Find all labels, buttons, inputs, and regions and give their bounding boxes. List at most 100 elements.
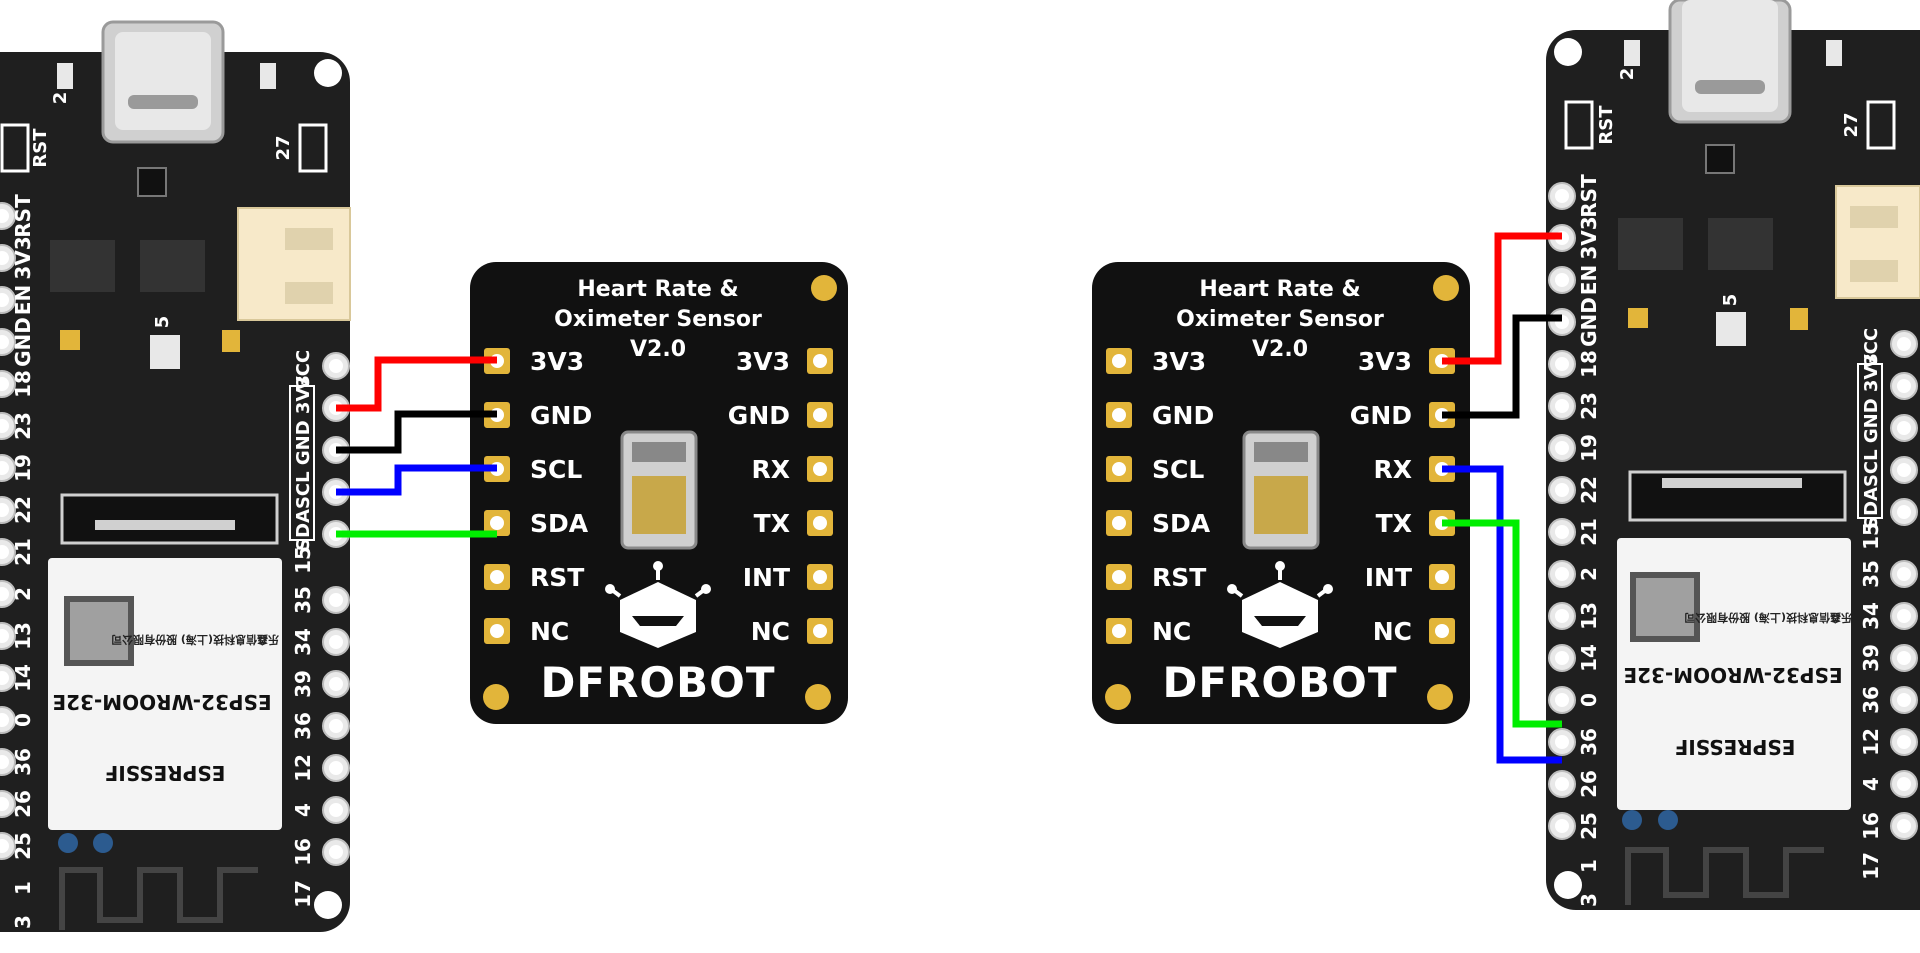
right-sensor-robot-logo (1227, 561, 1333, 648)
left-board-pin-18: 18 (11, 370, 35, 398)
left-led-2-label: 2 (50, 92, 71, 105)
right-led-5-label: 5 (1720, 294, 1741, 307)
left-board-pin-gnd: GND (11, 317, 35, 367)
right-board-pin-25: 25 (1577, 812, 1601, 840)
left-board-pin-21: 21 (11, 538, 35, 566)
right-board-pin-2: 2 (1577, 567, 1601, 581)
right-sensor-rpin-3v3: 3V3 (1358, 347, 1412, 376)
right-board-pin-1: 1 (1577, 859, 1601, 873)
left-sensor-rpin-rx: RX (751, 455, 790, 484)
left-sensor-robot-logo (605, 561, 711, 648)
right-sensor-pin-nc: NC (1152, 617, 1191, 646)
left-board-pin-1: 1 (11, 881, 35, 895)
right-sensor-pin-sda: SDA (1152, 509, 1211, 538)
right-board-vcc-label: VCC (1861, 328, 1882, 368)
left-board-pin-3v3: 3V3 (11, 236, 35, 279)
left-board-rpin-12: 12 (291, 754, 315, 782)
right-board-rpin-36: 36 (1859, 686, 1883, 714)
left-board-pin-23: 23 (11, 412, 35, 440)
right-board-rpin-35: 35 (1859, 560, 1883, 588)
right-board-pin-22: 22 (1577, 476, 1601, 504)
right-board-rpin-34: 34 (1859, 602, 1883, 630)
left-sensor-rpin-gnd: GND (728, 401, 790, 430)
right-module-brand: ESPRESSIF (1675, 735, 1796, 759)
left-board-pin-19: 19 (11, 454, 35, 482)
left-sensor-rpin-nc: NC (751, 617, 790, 646)
left-board-i2c-label: SDASCL GND 3V3 (293, 375, 314, 551)
left-board-pin-13: 13 (11, 622, 35, 650)
left-sensor-rpin-tx: TX (754, 509, 790, 538)
left-sensor-rpin-3v3: 3V3 (736, 347, 790, 376)
left-sensor-title-1: Heart Rate & (577, 277, 738, 302)
right-board-pin-18: 18 (1577, 350, 1601, 378)
right-board-pin-23: 23 (1577, 392, 1601, 420)
right-sensor-title-1: Heart Rate & (1199, 277, 1360, 302)
left-27-button-label: 27 (273, 135, 294, 160)
right-board-rpin-4: 4 (1859, 777, 1883, 791)
right-sensor-rpin-tx: TX (1376, 509, 1412, 538)
left-board-rpin-17: 17 (291, 880, 315, 908)
left-module-name: ESP32-WROOM-32E (52, 690, 271, 714)
left-sensor-pin-gnd: GND (530, 401, 592, 430)
left-sensor-version: V2.0 (630, 337, 686, 362)
left-board-rpin-15: 15 (291, 546, 315, 574)
right-rst-button-label: RST (1596, 105, 1617, 145)
left-board-rpin-39: 39 (291, 670, 315, 698)
right-heart-rate-sensor: Heart Rate & Oximeter Sensor V2.0 3V3 GN… (1092, 262, 1470, 724)
right-board-rpin-39: 39 (1859, 644, 1883, 672)
left-sensor-pin-sda: SDA (530, 509, 589, 538)
left-i2c-wires (336, 356, 497, 538)
right-board-pin-3v3: 3V3 (1577, 216, 1601, 259)
right-board-pin-rst: RST (1577, 174, 1601, 218)
left-board-rpin-34: 34 (291, 628, 315, 656)
left-esp32-board: 2 RST 27 5 ESP32-WROOM-32E ESPRESSIF 乐鑫信… (0, 20, 351, 932)
left-board-pin-14: 14 (11, 664, 35, 692)
right-board-pin-0: 0 (1577, 693, 1601, 707)
right-board-pin-13: 13 (1577, 602, 1601, 630)
right-module-cn: 乐鑫信息科技(上海) 股份有限公司 (1684, 611, 1852, 625)
right-board-i2c-label: SDASCL GND 3V3 (1861, 353, 1882, 529)
right-board-pin-26: 26 (1577, 770, 1601, 798)
right-board-pin-21: 21 (1577, 518, 1601, 546)
left-board-vcc-label: VCC (293, 350, 314, 390)
left-board-rpin-36: 36 (291, 712, 315, 740)
left-sensor-rpin-int: INT (743, 563, 790, 592)
left-board-rpin-16: 16 (291, 838, 315, 866)
left-board-pin-25: 25 (11, 832, 35, 860)
right-sensor-optical-chip (1242, 430, 1320, 550)
right-board-rpin-16: 16 (1859, 812, 1883, 840)
right-module-name: ESP32-WROOM-32E (1623, 663, 1842, 687)
right-board-pin-19: 19 (1577, 434, 1601, 462)
left-sensor-brand: DFROBOT (541, 658, 776, 707)
right-sensor-title-2: Oximeter Sensor (1176, 307, 1384, 332)
right-led-2-label: 2 (1617, 68, 1638, 81)
right-board-pin-36: 36 (1577, 728, 1601, 756)
left-board-pin-en: EN (11, 285, 35, 315)
right-sensor-version: V2.0 (1252, 337, 1308, 362)
left-board-pin-0: 0 (11, 713, 35, 727)
left-board-pin-2: 2 (11, 587, 35, 601)
left-module-brand: ESPRESSIF (105, 761, 226, 785)
right-uart-wires (1442, 232, 1562, 764)
left-rst-button-label: RST (30, 128, 51, 168)
right-sensor-rpin-nc: NC (1373, 617, 1412, 646)
right-sensor-rpin-rx: RX (1373, 455, 1412, 484)
left-board-pin-22: 22 (11, 496, 35, 524)
left-heart-rate-sensor: Heart Rate & Oximeter Sensor V2.0 3V3 GN… (470, 262, 848, 724)
right-board-rpin-12: 12 (1859, 728, 1883, 756)
right-board-pin-3: 3 (1577, 893, 1601, 907)
right-esp32-board: 2 RST 27 5 ESP32-WROOM-32E ESPRESSIF 乐鑫信… (1546, 0, 1920, 910)
left-sensor-pin-rst: RST (530, 563, 584, 592)
left-board-rpin-35: 35 (291, 586, 315, 614)
left-sensor-optical-chip (620, 430, 698, 550)
left-sensor-pin-3v3: 3V3 (530, 347, 584, 376)
right-board-rpin-17: 17 (1859, 852, 1883, 880)
right-sensor-rpin-gnd: GND (1350, 401, 1412, 430)
right-sensor-pin-gnd: GND (1152, 401, 1214, 430)
right-sensor-pin-scl: SCL (1152, 455, 1204, 484)
right-board-pin-en: EN (1577, 265, 1601, 295)
right-27-button-label: 27 (1841, 112, 1862, 137)
right-board-pin-14: 14 (1577, 644, 1601, 672)
right-sensor-pin-3v3: 3V3 (1152, 347, 1206, 376)
